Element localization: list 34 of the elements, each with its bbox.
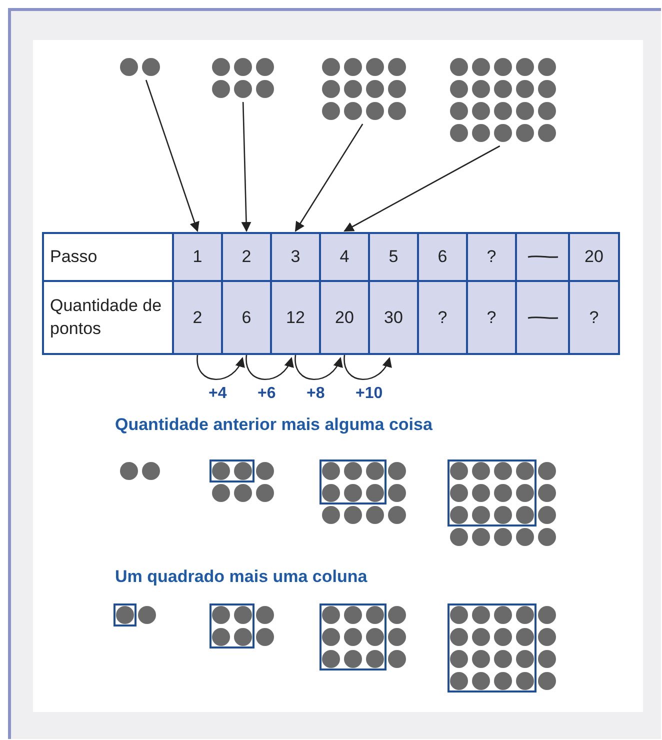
section-heading: Quantidade anterior mais alguma coisa <box>115 415 432 435</box>
table-cell: 2 <box>172 280 223 355</box>
row-header-cell: Passo <box>42 232 174 282</box>
table-cell: 1 <box>172 232 223 282</box>
arrow <box>241 102 252 232</box>
row-header-cell: Quantidade de pontos <box>42 280 174 355</box>
arrow <box>145 80 200 232</box>
table-cell: 30 <box>368 280 419 355</box>
table-cell: ? <box>466 280 517 355</box>
table-cell: ? <box>417 280 468 355</box>
dot-pattern-drawing <box>448 56 558 144</box>
table-cell: 20 <box>319 280 370 355</box>
table-cell: 3 <box>270 232 321 282</box>
table-cell: 20 <box>568 232 620 282</box>
arrow <box>344 145 500 232</box>
curved-arrow <box>294 355 342 380</box>
table-cell <box>515 280 570 355</box>
table-cell: ? <box>568 280 620 355</box>
section-heading: Um quadrado mais uma coluna <box>115 567 368 587</box>
dot-pattern-drawing <box>210 56 276 100</box>
dot-pattern-drawing <box>320 56 408 122</box>
table-cell: 6 <box>221 280 272 355</box>
table-cell: 12 <box>270 280 321 355</box>
table-cell: ? <box>466 232 517 282</box>
table-cell: 5 <box>368 232 419 282</box>
table-cell: 4 <box>319 232 370 282</box>
table-cell: 6 <box>417 232 468 282</box>
curved-arrow <box>344 355 391 380</box>
dot-pattern-drawing <box>118 56 162 78</box>
curved-arrow <box>196 355 244 380</box>
curved-arrow <box>246 355 293 380</box>
table-cell <box>515 232 570 282</box>
table-cell: 2 <box>221 232 272 282</box>
arrow <box>294 124 364 232</box>
